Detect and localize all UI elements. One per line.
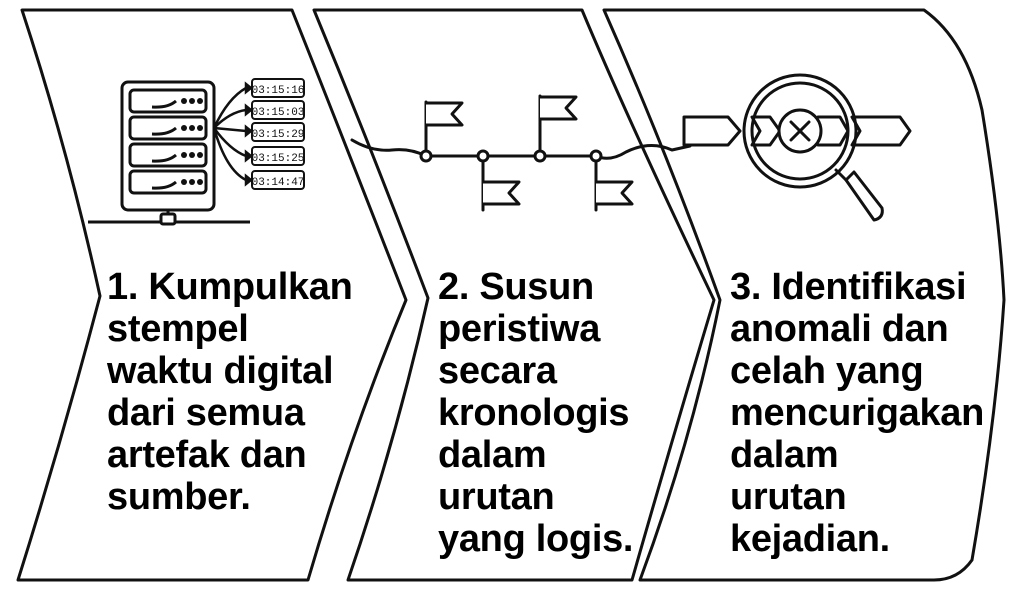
step-3-line: 3. Identifikasi: [730, 266, 967, 308]
step-3-line: anomali dan: [730, 308, 949, 350]
step-3-line: dalam: [730, 434, 839, 476]
step-1-line: artefak dan: [107, 434, 307, 476]
timestamp-connectors: [212, 81, 254, 187]
step-2-line: 2. Susun: [438, 266, 594, 308]
step-1-line: dari semua: [107, 392, 305, 434]
step-2-line: dalam: [438, 434, 547, 476]
timeline-flags-icon: [350, 94, 692, 212]
timestamp-box: 03:15:29: [251, 122, 305, 142]
step-2-text: 2. Susun peristiwa secara kronologis dal…: [438, 266, 633, 560]
step-1-line: waktu digital: [107, 350, 334, 392]
timestamp-text: 03:15:16: [252, 85, 305, 97]
magnifier-x-icon: [682, 73, 912, 222]
step-2-line: kronologis: [438, 392, 630, 434]
step-3-text: 3. Identifikasi anomali dan celah yang m…: [730, 266, 984, 560]
timestamp-text: 03:14:47: [252, 177, 305, 189]
timestamp-list: 03:15:16 03:15:03 03:15:29 03:15:25 03:1…: [251, 78, 305, 190]
step-3-line: mencurigakan: [730, 392, 985, 434]
timestamp-box: 03:15:25: [251, 146, 305, 166]
step-3-line: urutan: [730, 476, 847, 518]
timestamp-text: 03:15:25: [252, 153, 305, 165]
step-2-line: yang logis.: [438, 518, 634, 560]
server-icon: [88, 80, 250, 226]
step-2-line: peristiwa: [438, 308, 601, 350]
step-3-line: kejadian.: [730, 518, 890, 560]
timestamp-box: 03:15:03: [251, 100, 305, 120]
chevron-panel-3: [602, 8, 1006, 582]
step-1-line: 1. Kumpulkan: [107, 266, 353, 308]
step-3-line: celah yang: [730, 350, 924, 392]
step-1-line: sumber.: [107, 476, 251, 518]
chevron-panel-1: [16, 8, 408, 582]
step-1-line: stempel: [107, 308, 249, 350]
step-2-line: urutan: [438, 476, 555, 518]
timestamp-text: 03:15:03: [252, 107, 305, 119]
timestamp-text: 03:15:29: [252, 129, 305, 141]
timestamp-box: 03:14:47: [251, 170, 305, 190]
timestamp-box: 03:15:16: [251, 78, 305, 98]
step-2-line: secara: [438, 350, 557, 392]
step-1-text: 1. Kumpulkan stempel waktu digital dari …: [107, 266, 353, 518]
